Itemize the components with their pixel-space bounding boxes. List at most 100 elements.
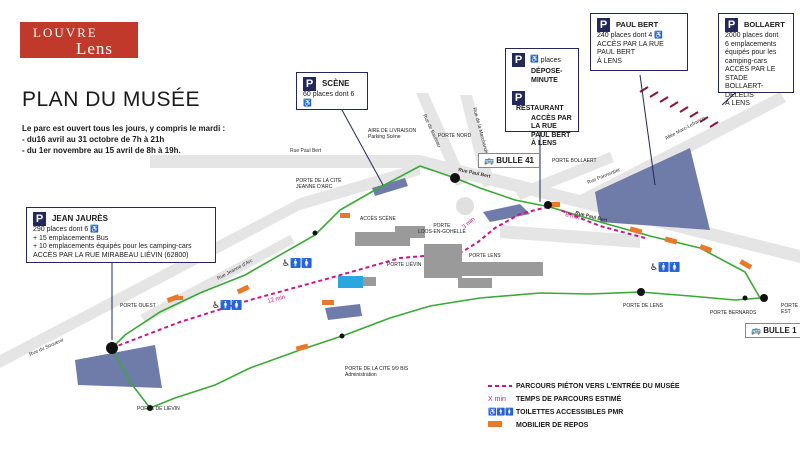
bench-5 xyxy=(173,296,183,300)
parking-icon: P xyxy=(303,77,316,91)
route-east xyxy=(461,204,556,253)
bench-10 xyxy=(699,244,713,253)
hours-intro: Le parc est ouvert tous les jours, y com… xyxy=(22,124,226,133)
louvre-lens-logo xyxy=(20,22,138,58)
bench-7 xyxy=(548,202,560,207)
gate-nord xyxy=(450,173,460,183)
label-porte-nord: PORTE NORD xyxy=(438,133,472,139)
road-souvenir xyxy=(0,163,420,368)
dashed-route-icon xyxy=(488,382,516,391)
legend-row-toilets: ♿🚹🚺 TOILETTES ACCESSIBLES PMR xyxy=(488,406,680,419)
restaurant-access-2: PAUL BERT À LENS xyxy=(531,131,571,148)
legend-row-bench: MOBILIER DE REPOS xyxy=(488,419,680,432)
gate-est xyxy=(760,294,768,302)
park-path xyxy=(111,165,762,409)
bench-11 xyxy=(739,259,753,270)
opening-hours: Le parc est ouvert tous les jours, y com… xyxy=(22,123,225,156)
label-porte-ouest: PORTE OUEST xyxy=(120,303,156,309)
restaurant-name: RESTAURANT xyxy=(516,105,564,112)
parking-name: BOLLAERT xyxy=(743,19,785,29)
legend-time-label: TEMPS DE PARCOURS ESTIMÉ xyxy=(516,396,622,403)
parking-area-small xyxy=(325,304,362,320)
parking-box-scene: P SCÈNE 60 places dont 6 ♿ xyxy=(296,72,368,110)
logo-text-lens: Lens xyxy=(76,39,114,58)
logo-text-louvre: LOUVRE xyxy=(33,25,98,40)
parking-icon: P xyxy=(512,53,525,67)
toilet-icon: ♿🚹🚺 xyxy=(488,409,515,416)
parking-area-jean-jaures xyxy=(75,345,162,388)
parking-detail-3: équipés pour les xyxy=(725,49,777,56)
parking-access-2: BOLLAERT-DELELIS xyxy=(725,83,764,99)
bus-stop-bulle-1: 🚌 BULLE 1 xyxy=(745,323,800,338)
parking-box-bollaert: P BOLLAERT 2000 places dont 6 emplacemen… xyxy=(718,13,794,107)
water-area xyxy=(338,276,363,288)
legend-row-time: X min TEMPS DE PARCOURS ESTIMÉ xyxy=(488,393,680,406)
bus-icon: 🚌 xyxy=(484,156,494,165)
parking-bus: + 15 emplacements Bus xyxy=(33,234,109,242)
gate-lens xyxy=(637,288,645,296)
bench-9 xyxy=(664,236,678,245)
building-east xyxy=(455,262,543,276)
label-porte-lievin-in: PORTE LIÉVIN xyxy=(387,262,422,268)
parking-name: PAUL BERT xyxy=(615,19,659,29)
roundabout xyxy=(456,197,474,215)
legend-time-symbol: X min xyxy=(488,396,506,403)
route-north xyxy=(559,209,646,239)
toilet-icon: ♿🚹🚺 xyxy=(650,261,680,273)
legend-bench-label: MOBILIER DE REPOS xyxy=(516,422,589,429)
building-loos xyxy=(395,226,425,238)
parking-icon: P xyxy=(725,18,738,32)
road-inner xyxy=(500,225,640,248)
bus-icon: 🚌 xyxy=(751,326,761,335)
gate-cite-9 xyxy=(339,333,345,339)
map-legend: PARCOURS PIÉTON VERS L'ENTRÉE DU MUSÉE X… xyxy=(488,380,680,432)
parking-area-scene xyxy=(372,178,408,196)
label-porte-lens: PORTE DE LENS xyxy=(623,303,663,309)
label-porte-bollaert: PORTE BOLLAERT xyxy=(552,158,597,164)
legend-route-label: PARCOURS PIÉTON VERS L'ENTRÉE DU MUSÉE xyxy=(516,383,680,390)
parking-detail: 290 places dont 6 ♿ xyxy=(33,226,99,233)
time-12min: 12 min xyxy=(267,294,286,304)
street-label-paul-bert-w: Rue Paul Bert xyxy=(290,148,322,154)
bus-stop-bulle-41: 🚌 BULLE 41 xyxy=(478,153,540,168)
gate-cite-ja xyxy=(312,230,318,236)
parking-icon: P xyxy=(597,18,610,32)
road-paul-bert xyxy=(150,155,800,263)
parking-detail-4: camping-cars xyxy=(725,57,768,65)
parking-box-jean-jaures: P JEAN JAURÈS 290 places dont 6 ♿ + 15 e… xyxy=(26,207,216,263)
parking-box-depose-restaurant: P ♿ places DÉPOSE-MINUTE P RESTAURANT AC… xyxy=(505,48,579,147)
building-pavilion xyxy=(458,278,492,288)
hours-winter: - du 1er novembre au 15 avril de 8h à 19… xyxy=(22,146,181,155)
gate-bernard xyxy=(742,295,748,301)
bench-icon xyxy=(488,421,516,430)
parking-campers: + 10 emplacements équipés pour les campi… xyxy=(33,243,192,250)
time-8min: 8 min xyxy=(565,212,581,221)
road-jeanne-darc xyxy=(140,235,295,323)
label-porte-lens-in: PORTE LENS xyxy=(469,253,501,259)
bench-8 xyxy=(629,226,643,235)
label-porte-lievin: PORTE DE LIÉVIN xyxy=(137,406,180,412)
parking-area-bollaert xyxy=(595,148,710,230)
leader-paulbert xyxy=(639,74,656,186)
parking-name: SCÈNE xyxy=(321,78,350,88)
gate-ouest xyxy=(106,342,118,354)
parking-detail: 60 places dont 6 ♿ xyxy=(303,91,355,107)
gate-bollaert xyxy=(544,201,552,209)
bench-2 xyxy=(236,284,250,295)
parking-name: JEAN JAURÈS xyxy=(51,213,108,223)
hours-summer: - du16 avril au 31 octobre de 7h à 21h xyxy=(22,135,165,144)
parking-box-paul-bert: P PAUL BERT 240 places dont 4 ♿ ACCÈS PA… xyxy=(590,13,688,71)
legend-toilets-label: TOILETTES ACCESSIBLES PMR xyxy=(516,409,624,416)
toilet-icon: ♿🚹🚺 xyxy=(282,257,312,269)
road-bauleau xyxy=(416,93,468,186)
page-title: PLAN DU MUSÉE xyxy=(22,88,201,111)
bench-3 xyxy=(322,300,334,305)
parking-access-3: À LENS xyxy=(725,100,750,107)
legend-row-route: PARCOURS PIÉTON VERS L'ENTRÉE DU MUSÉE xyxy=(488,380,680,393)
parking-detail-2: 6 emplacements xyxy=(725,40,777,48)
